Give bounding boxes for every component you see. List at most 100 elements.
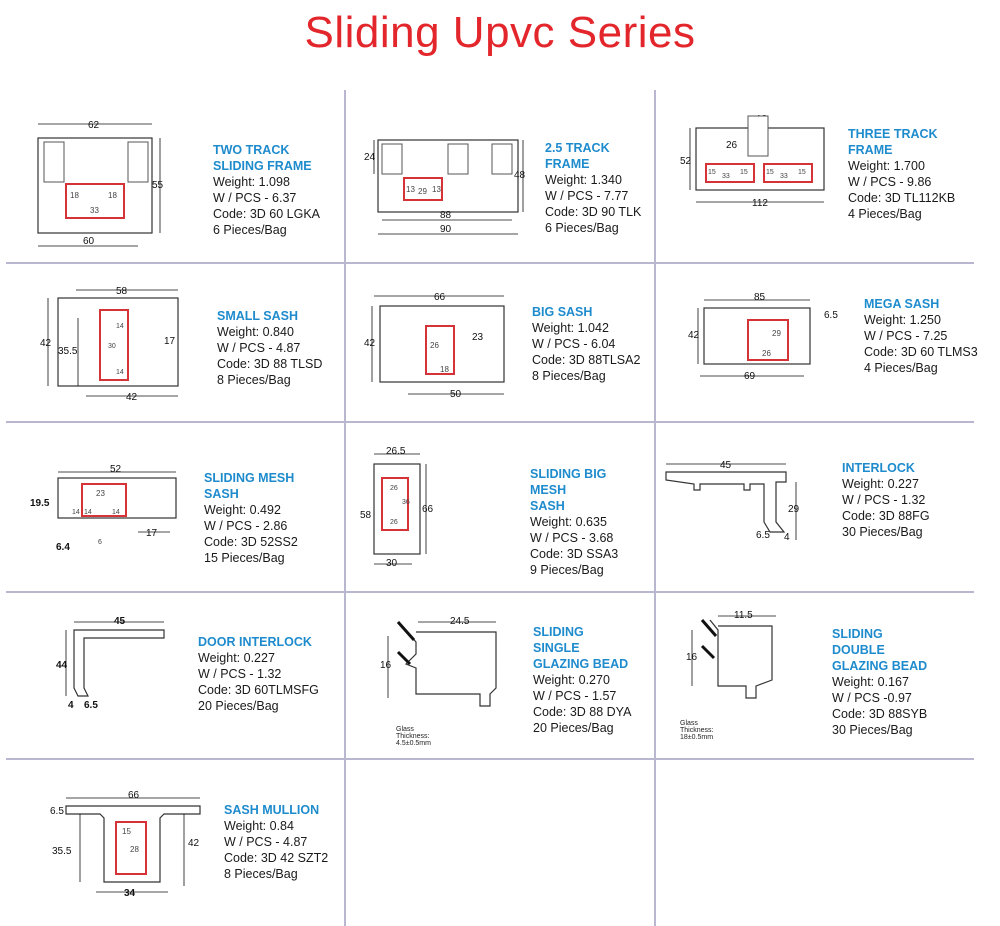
svg-text:26.5: 26.5 bbox=[386, 446, 406, 457]
profile-drawing: 85 6.5 29 26 42 69 bbox=[688, 292, 838, 382]
svg-text:30: 30 bbox=[108, 343, 116, 350]
svg-text:45: 45 bbox=[720, 460, 732, 471]
product-pieces: 30 Pieces/Bag bbox=[832, 723, 913, 737]
profile-drawing: 45 29 6.5 4 bbox=[665, 460, 800, 543]
svg-text:69: 69 bbox=[744, 371, 756, 382]
product-code: Code: 3D 42 SZT2 bbox=[224, 851, 329, 865]
product-name: MEGA SASH bbox=[864, 297, 940, 311]
svg-text:33: 33 bbox=[780, 173, 788, 180]
svg-text:52: 52 bbox=[110, 464, 122, 475]
product-info: MEGA SASH Weight: 1.250 W / PCS - 7.25 C… bbox=[864, 296, 978, 376]
svg-text:42: 42 bbox=[40, 338, 52, 349]
product-weight: Weight: 0.227 bbox=[842, 477, 919, 491]
grid-divider bbox=[6, 421, 974, 423]
product-wpcs: W / PCS - 7.77 bbox=[545, 189, 629, 203]
svg-text:42: 42 bbox=[364, 338, 376, 349]
product-name: SASH MULLION bbox=[224, 803, 320, 817]
svg-text:15: 15 bbox=[798, 169, 806, 176]
product-pieces: 30 Pieces/Bag bbox=[842, 525, 923, 539]
product-weight: Weight: 0.167 bbox=[832, 675, 909, 689]
svg-text:18: 18 bbox=[440, 365, 449, 374]
product-code: Code: 3D SSA3 bbox=[530, 547, 619, 561]
svg-text:11.5: 11.5 bbox=[734, 610, 753, 621]
product-info: SLIDING DOUBLE GLAZING BEAD Weight: 0.16… bbox=[832, 626, 927, 738]
product-wpcs: W / PCS - 2.86 bbox=[204, 519, 288, 533]
svg-text:30: 30 bbox=[386, 558, 398, 569]
product-wpcs: W / PCS -0.97 bbox=[832, 691, 912, 705]
product-name: SLIDING BIG MESH SASH bbox=[530, 467, 607, 513]
product-pieces: 8 Pieces/Bag bbox=[224, 867, 298, 881]
svg-text:17: 17 bbox=[164, 336, 176, 347]
product-pieces: 8 Pieces/Bag bbox=[217, 373, 291, 387]
svg-text:45: 45 bbox=[114, 616, 126, 627]
product-code: Code: 3D TL112KB bbox=[848, 191, 956, 205]
product-name: THREE TRACK FRAME bbox=[848, 127, 938, 157]
page-title: Sliding Upvc Series bbox=[304, 8, 696, 57]
product-weight: Weight: 1.700 bbox=[848, 159, 925, 173]
product-name: SLIDING MESH SASH bbox=[204, 471, 295, 501]
profile-drawing: 45 44 4 6.5 bbox=[56, 616, 165, 711]
svg-text:50: 50 bbox=[450, 389, 462, 400]
product-name: 2.5 TRACK FRAME bbox=[545, 141, 610, 171]
product-code: Code: 3D 88FG bbox=[842, 509, 930, 523]
product-pieces: 6 Pieces/Bag bbox=[545, 221, 619, 235]
profile-drawing: 66 26 18 23 42 50 bbox=[364, 292, 505, 400]
svg-text:14: 14 bbox=[116, 369, 124, 376]
product-wpcs: W / PCS - 7.25 bbox=[864, 329, 948, 343]
svg-text:6.5: 6.5 bbox=[84, 700, 98, 711]
svg-text:13: 13 bbox=[406, 185, 415, 194]
product-info: INTERLOCK Weight: 0.227 W / PCS - 1.32 C… bbox=[842, 460, 930, 540]
grid-divider bbox=[6, 591, 974, 593]
product-code: Code: 3D 60 LGKA bbox=[213, 207, 321, 221]
product-wpcs: W / PCS - 4.87 bbox=[217, 341, 301, 355]
product-wpcs: W / PCS - 4.87 bbox=[224, 835, 308, 849]
product-weight: Weight: 0.84 bbox=[224, 819, 294, 833]
profile-drawing: 12 15 33 15 15 33 15 26 52 112 bbox=[680, 114, 825, 209]
product-info: THREE TRACK FRAME Weight: 1.700 W / PCS … bbox=[848, 126, 955, 222]
product-info: SLIDING SINGLE GLAZING BEAD Weight: 0.27… bbox=[533, 624, 631, 736]
product-wpcs: W / PCS - 3.68 bbox=[530, 531, 614, 545]
svg-text:14: 14 bbox=[84, 509, 92, 516]
profile-drawing: 52 23 14 14 14 6 19.5 6.4 17 bbox=[30, 464, 177, 552]
svg-text:4: 4 bbox=[784, 532, 790, 543]
svg-text:66: 66 bbox=[434, 292, 446, 303]
product-wpcs: W / PCS - 1.32 bbox=[842, 493, 926, 507]
svg-text:29: 29 bbox=[418, 187, 427, 196]
product-info: 2.5 TRACK FRAME Weight: 1.340 W / PCS - … bbox=[545, 140, 641, 236]
svg-text:66: 66 bbox=[422, 504, 434, 515]
svg-text:35.5: 35.5 bbox=[52, 846, 72, 857]
svg-text:55: 55 bbox=[152, 180, 164, 191]
product-weight: Weight: 1.098 bbox=[213, 175, 290, 189]
product-wpcs: W / PCS - 6.04 bbox=[532, 337, 616, 351]
svg-text:35.5: 35.5 bbox=[58, 346, 78, 357]
svg-text:26: 26 bbox=[726, 140, 738, 151]
svg-text:14: 14 bbox=[72, 509, 80, 516]
product-name: INTERLOCK bbox=[842, 461, 915, 475]
svg-text:60: 60 bbox=[83, 236, 95, 247]
glass-thickness-note: Glass Thickness: 18±0.5mm bbox=[680, 720, 714, 741]
profile-drawing: 13 29 13 24 48 88 90 bbox=[364, 139, 526, 235]
product-info: SASH MULLION Weight: 0.84 W / PCS - 4.87… bbox=[224, 802, 328, 882]
product-code: Code: 3D 60 TLMS3 bbox=[864, 345, 978, 359]
product-code: Code: 3D 52SS2 bbox=[204, 535, 298, 549]
product-code: Code: 3D 88 TLSD bbox=[217, 357, 323, 371]
profile-drawing: 11.5 16 bbox=[686, 610, 776, 699]
profile-drawing: 26.5 26 36 26 58 66 30 bbox=[360, 446, 434, 569]
product-info: TWO TRACK SLIDING FRAME Weight: 1.098 W … bbox=[213, 142, 320, 238]
product-code: Code: 3D 90 TLK bbox=[545, 205, 642, 219]
product-weight: Weight: 1.250 bbox=[864, 313, 941, 327]
product-info: SLIDING MESH SASH Weight: 0.492 W / PCS … bbox=[204, 470, 298, 566]
svg-text:24: 24 bbox=[364, 152, 376, 163]
product-pieces: 20 Pieces/Bag bbox=[198, 699, 279, 713]
svg-text:48: 48 bbox=[514, 170, 526, 181]
svg-text:16: 16 bbox=[686, 652, 698, 663]
product-code: Code: 3D 88SYB bbox=[832, 707, 928, 721]
product-code: Code: 3D 60TLMSFG bbox=[198, 683, 319, 697]
svg-text:15: 15 bbox=[740, 169, 748, 176]
product-pieces: 8 Pieces/Bag bbox=[532, 369, 606, 383]
svg-text:19.5: 19.5 bbox=[30, 498, 50, 509]
svg-text:58: 58 bbox=[360, 510, 372, 521]
svg-text:16: 16 bbox=[380, 660, 392, 671]
product-info: SMALL SASH Weight: 0.840 W / PCS - 4.87 … bbox=[217, 308, 322, 388]
svg-text:23: 23 bbox=[472, 332, 484, 343]
